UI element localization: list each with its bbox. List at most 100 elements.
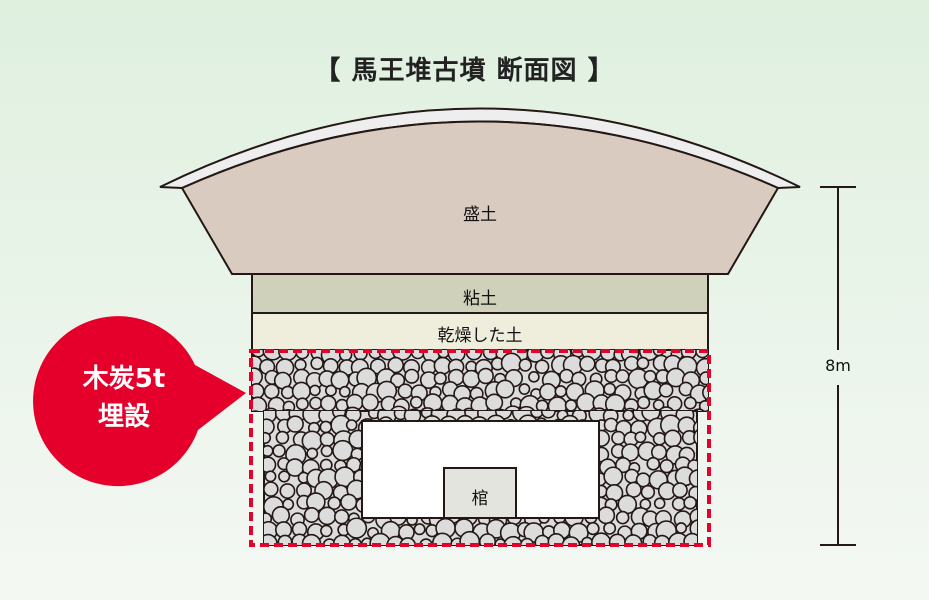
- charcoal-lump: [622, 411, 635, 422]
- callout-line-2: 埋設: [97, 402, 150, 432]
- charcoal-lump: [326, 548, 342, 564]
- charcoal-lump: [503, 405, 522, 411]
- charcoal-lump: [643, 369, 657, 383]
- charcoal-lump: [503, 535, 523, 545]
- charcoal-lump: [340, 493, 358, 511]
- charcoal-lump: [282, 498, 295, 511]
- charcoal-lump: [686, 549, 699, 562]
- charcoal-lump: [620, 547, 639, 566]
- charcoal-lump: [279, 483, 296, 499]
- charcoal-lump: [389, 550, 400, 561]
- charcoal-lump: [306, 447, 319, 460]
- charcoal-lump: [579, 355, 596, 373]
- charcoal-lump: [387, 356, 404, 374]
- charcoal-lump: [353, 546, 370, 563]
- charcoal-lump: [609, 544, 617, 545]
- charcoal-lump: [325, 384, 337, 397]
- charcoal-lump: [486, 549, 506, 569]
- charcoal-lump: [559, 368, 574, 384]
- charcoal-lump: [291, 381, 311, 401]
- charcoal-lump: [698, 371, 708, 386]
- charcoal-lump: [402, 548, 419, 565]
- charcoal-lump: [688, 469, 697, 488]
- charcoal-lump: [278, 470, 291, 483]
- charcoal-lump: [534, 359, 550, 375]
- charcoal-lump: [345, 517, 368, 539]
- charcoal-lump: [713, 346, 723, 356]
- charcoal-lump: [263, 383, 280, 400]
- charcoal-lump: [653, 497, 666, 510]
- charcoal-lump: [252, 367, 263, 387]
- charcoal-lump: [375, 548, 391, 564]
- charcoal-lump: [282, 400, 296, 411]
- charcoal-lump: [298, 548, 313, 563]
- clay-label: 粘土: [463, 289, 497, 309]
- callout-bubble: [33, 316, 246, 487]
- charcoal-lump: [701, 384, 708, 401]
- charcoal-lump: [458, 549, 472, 563]
- charcoal-lump: [459, 530, 481, 545]
- charcoal-lump: [608, 533, 626, 545]
- charcoal-lump: [695, 411, 697, 417]
- charcoal-lump: [333, 509, 350, 525]
- charcoal-lump: [264, 456, 277, 474]
- charcoal-lump: [495, 379, 515, 399]
- charcoal-lump: [683, 495, 697, 510]
- charcoal-lump: [286, 415, 304, 433]
- charcoal-lump: [303, 507, 320, 524]
- charcoal-lump: [554, 385, 568, 398]
- charcoal-lump: [518, 358, 533, 372]
- charcoal-lump: [683, 532, 697, 545]
- charcoal-lump: [275, 430, 290, 445]
- charcoal-lump: [591, 532, 612, 545]
- charcoal-lump: [695, 449, 697, 457]
- charcoal-lump: [389, 405, 408, 411]
- charcoal-lump: [533, 548, 548, 563]
- charcoal-lump: [564, 399, 578, 411]
- charcoal-lump: [264, 481, 279, 497]
- charcoal-lump: [528, 371, 540, 383]
- charcoal-lump: [672, 482, 688, 499]
- charcoal-lump: [640, 552, 652, 564]
- coffin: [443, 467, 517, 519]
- charcoal-lump: [485, 393, 504, 411]
- charcoal-lump: [517, 405, 536, 411]
- charcoal-lump: [640, 484, 656, 500]
- charcoal-lump: [320, 395, 337, 411]
- charcoal-lump: [272, 444, 286, 458]
- charcoal-lump: [309, 396, 323, 410]
- charcoal-lump: [565, 551, 577, 563]
- charcoal-lump: [576, 392, 596, 411]
- mound-layer: [180, 120, 780, 275]
- charcoal-lump: [659, 459, 674, 474]
- charcoal-dashed-outline: [249, 349, 711, 547]
- charcoal-lump: [653, 534, 671, 545]
- diagram-title: 【 馬王堆古墳 断面図 】: [314, 56, 615, 86]
- charcoal-lump: [636, 356, 650, 370]
- charcoal-lump: [655, 550, 668, 563]
- charcoal-lump: [413, 523, 426, 536]
- dry-soil-label: 乾燥した土: [437, 326, 523, 346]
- charcoal-lump: [264, 470, 277, 483]
- charcoal-lump: [266, 548, 282, 564]
- charcoal-lump: [519, 547, 533, 561]
- charcoal-lump: [636, 395, 651, 410]
- charcoal-lump: [317, 506, 337, 526]
- charcoal-lump: [361, 393, 379, 411]
- charcoal-lump: [561, 536, 581, 545]
- charcoal-lump: [341, 548, 356, 563]
- charcoal-lump: [668, 548, 688, 568]
- charcoal-callout: 木炭5t 埋設: [64, 360, 184, 436]
- charcoal-lump: [615, 369, 630, 384]
- charcoal-lump: [615, 510, 630, 525]
- charcoal-lump: [547, 533, 565, 545]
- charcoal-lump: [603, 382, 617, 396]
- charcoal-lump: [404, 368, 420, 384]
- charcoal-lump: [478, 533, 497, 545]
- charcoal-lump: [471, 549, 490, 568]
- charcoal-lump: [592, 549, 610, 567]
- clay-layer: [251, 273, 709, 314]
- charcoal-lump: [345, 419, 358, 431]
- charcoal-lump: [264, 431, 272, 444]
